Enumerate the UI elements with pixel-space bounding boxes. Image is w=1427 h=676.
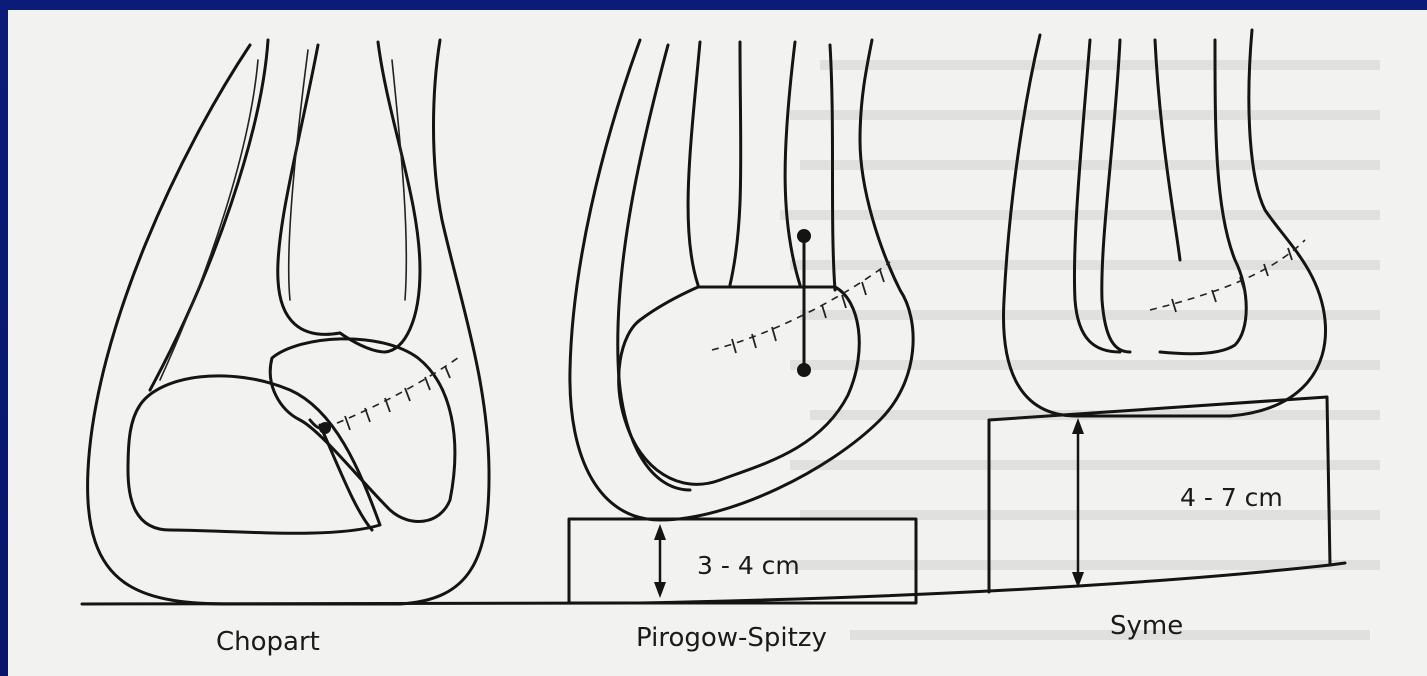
chopart-figure <box>88 40 489 604</box>
chopart-calcaneus <box>128 376 380 533</box>
pirogow-height-label: 3 - 4 cm <box>697 551 800 580</box>
chopart-fibula <box>340 42 420 352</box>
syme-outer-outline <box>1004 30 1326 416</box>
label-chopart: Chopart <box>216 627 320 657</box>
pin-head-bottom <box>797 363 811 377</box>
chopart-tibia <box>150 40 268 390</box>
syme-incision <box>1150 240 1305 310</box>
pirogow-figure <box>569 40 916 603</box>
label-syme: Syme <box>1110 611 1183 641</box>
pin-head-top <box>797 229 811 243</box>
pirogow-incision <box>712 262 890 350</box>
syme-height-label: 4 - 7 cm <box>1180 483 1283 512</box>
label-pirogow-spitzy: Pirogow-Spitzy <box>636 623 827 653</box>
chopart-tibia-inner <box>278 45 340 334</box>
chopart-talus <box>270 339 455 522</box>
